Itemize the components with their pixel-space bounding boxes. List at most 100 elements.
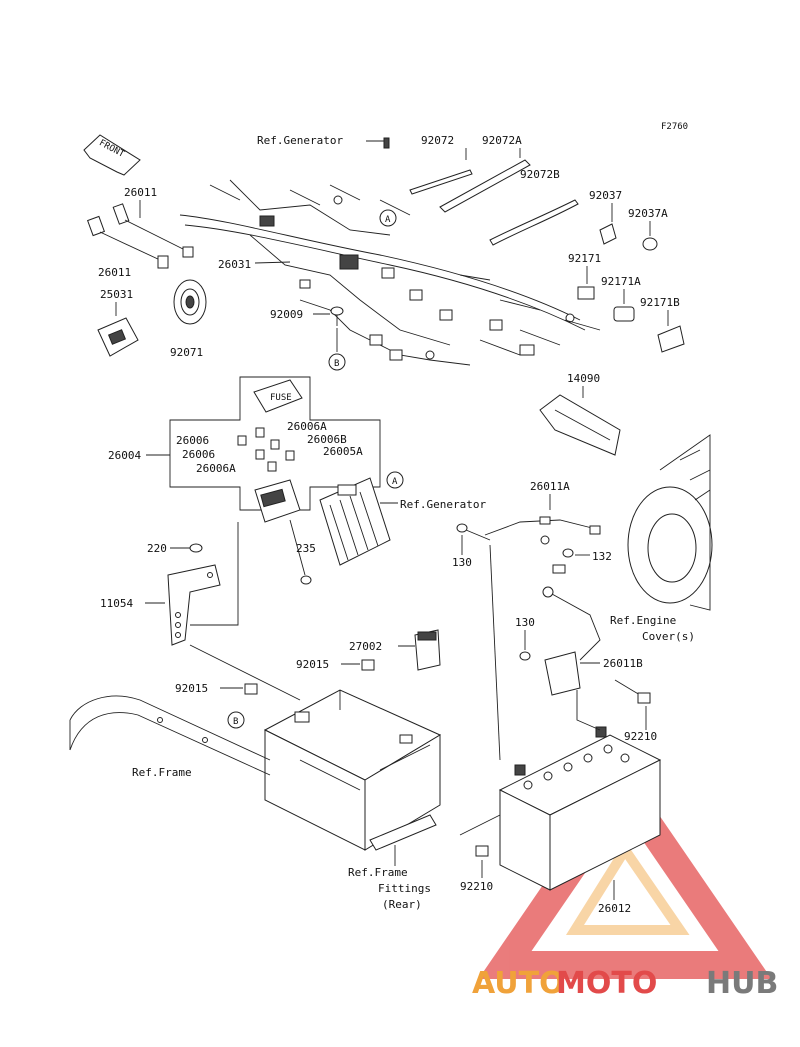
label-92015-1: 92015 [296, 658, 329, 671]
svg-text:B: B [334, 359, 339, 369]
label-26011-bottom: 26011 [98, 266, 131, 279]
part-92072-tie [409, 169, 473, 195]
label-14090: 14090 [567, 372, 600, 385]
label-235: 235 [296, 542, 316, 555]
fuse-group-outline [169, 376, 381, 511]
label-92072B: 92072B [520, 168, 560, 181]
part-92171A-clip [613, 306, 635, 322]
part-92015-nut-2 [244, 683, 258, 695]
cable-26011-bottom [86, 215, 169, 269]
label-92072: 92072 [421, 134, 454, 147]
label-26006-2: 26006 [182, 448, 215, 461]
callout-a-harness: A [379, 209, 397, 227]
svg-text:AUTO: AUTO [472, 966, 565, 1001]
part-92037A-clamp [642, 237, 658, 251]
ref-generator-top: Ref.Generator [257, 134, 343, 147]
label-92210-1: 92210 [624, 730, 657, 743]
label-132: 132 [592, 550, 612, 563]
svg-text:MOTO: MOTO [556, 966, 657, 1001]
label-130-2: 130 [515, 616, 535, 629]
label-26011-top: 26011 [124, 186, 157, 199]
label-92009: 92009 [270, 308, 303, 321]
part-92210-nut-2 [475, 845, 489, 857]
ref-generator-regulator: Ref.Generator [400, 498, 486, 511]
part-235-bolt [300, 575, 312, 585]
part-92009-screw [330, 306, 344, 326]
ref-frame: Ref.Frame [132, 766, 192, 779]
part-92037-clamp [599, 223, 617, 245]
callout-b-frame: B [227, 711, 245, 729]
part-25031-relay [97, 317, 139, 357]
label-26006B: 26006B [307, 433, 347, 446]
ref-frame-fittings-2: Fittings [378, 882, 431, 895]
part-92171-clip [577, 286, 595, 300]
label-26031: 26031 [218, 258, 251, 271]
label-130-1: 130 [452, 556, 472, 569]
label-27002: 27002 [349, 640, 382, 653]
part-92015-nut-1 [361, 659, 375, 671]
callout-a-regulator: A [386, 471, 404, 489]
front-arrow: FRONT [83, 134, 141, 176]
svg-text:A: A [392, 477, 398, 487]
part-92171B-clip [657, 325, 685, 353]
part-92072A-tie [439, 159, 531, 213]
engine-cover [627, 434, 713, 611]
label-92171B: 92171B [640, 296, 680, 309]
svg-text:A: A [385, 215, 391, 225]
label-92071: 92071 [170, 346, 203, 359]
label-26006-1: 26006 [176, 434, 209, 447]
label-92171A: 92171A [601, 275, 641, 288]
label-11054: 11054 [100, 597, 133, 610]
part-regulator [319, 477, 391, 566]
svg-text:FUSE: FUSE [270, 393, 292, 403]
part-11054-bracket [167, 564, 221, 646]
label-92210-2: 92210 [460, 880, 493, 893]
cable-26011B [542, 564, 601, 696]
part-132-bolt [562, 548, 574, 558]
label-220: 220 [147, 542, 167, 555]
part-fuse-box-cover: FUSE [253, 379, 303, 413]
battery-tray [263, 689, 442, 851]
ref-engine-line1: Ref.Engine [610, 614, 676, 627]
part-130-bolt-1 [456, 523, 491, 541]
battery-26012 [498, 726, 662, 891]
label-92037: 92037 [589, 189, 622, 202]
label-25031: 25031 [100, 288, 133, 301]
ref-frame-fittings-3: (Rear) [382, 898, 422, 911]
label-26005A: 26005A [323, 445, 363, 458]
part-130-bolt-2 [519, 651, 531, 661]
label-92072A: 92072A [482, 134, 522, 147]
label-26012: 26012 [598, 902, 631, 915]
main-wiring-harness [179, 179, 601, 366]
label-26006A-2: 26006A [196, 462, 236, 475]
fuse-26006-2 [255, 449, 265, 460]
figure-code: F2760 [661, 122, 688, 132]
part-92072B-tie [489, 199, 579, 246]
part-92210-nut-1 [637, 692, 651, 704]
svg-text:HUB: HUB [706, 966, 778, 1001]
label-92037A: 92037A [628, 207, 668, 220]
label-26011B: 26011B [603, 657, 643, 670]
frame-tube [69, 695, 271, 776]
part-220-screw [189, 543, 203, 553]
part-27002-relay [414, 629, 441, 671]
label-26006A-1: 26006A [287, 420, 327, 433]
label-92015-2: 92015 [175, 682, 208, 695]
label-92171: 92171 [568, 252, 601, 265]
ref-engine-line2: Cover(s) [642, 630, 695, 643]
cable-26011-top [112, 203, 194, 258]
fuse-26006B [270, 439, 280, 450]
fuse-26006A-2 [267, 461, 277, 472]
label-26011A: 26011A [530, 480, 570, 493]
fuse-26006-1 [237, 435, 247, 446]
ref-frame-fittings-1: Ref.Frame [348, 866, 408, 879]
part-14090-cover [539, 394, 621, 456]
label-26004: 26004 [108, 449, 141, 462]
callout-b-harness: B [328, 353, 346, 371]
fuse-26006A-1 [255, 427, 265, 438]
fuse-26005A [285, 450, 295, 461]
part-92071-grommet [173, 279, 207, 325]
part-fuse-holder [254, 479, 301, 523]
